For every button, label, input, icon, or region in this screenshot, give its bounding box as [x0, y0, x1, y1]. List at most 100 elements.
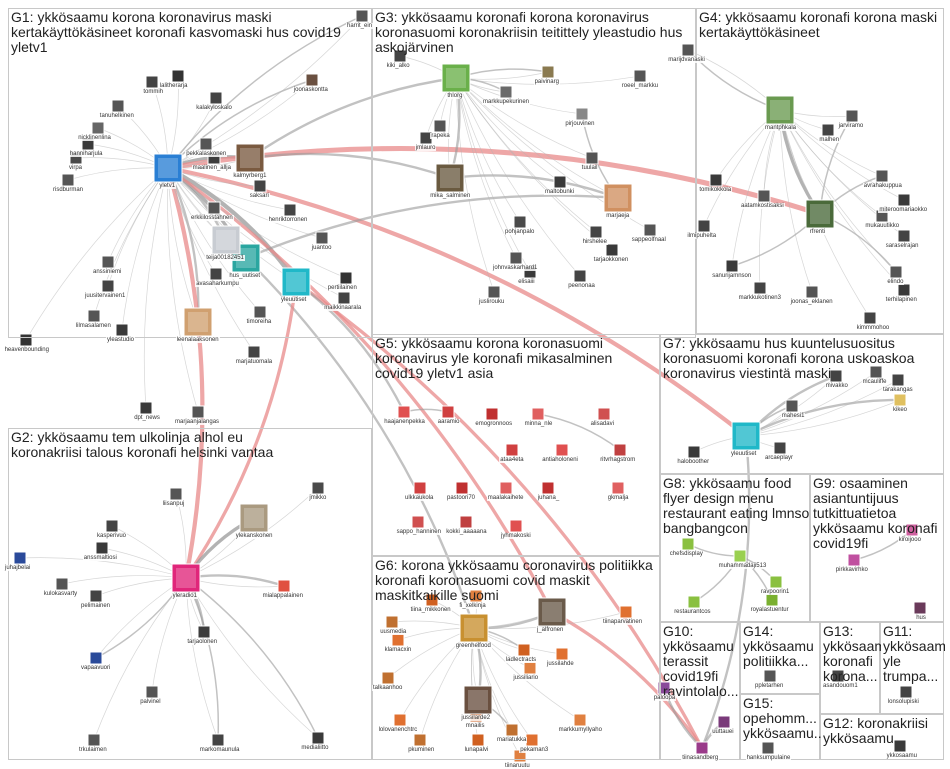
node-tomikokkola[interactable]	[709, 173, 723, 187]
node-aatamkostisaksi[interactable]	[757, 189, 771, 203]
node-risdburman[interactable]	[61, 173, 75, 187]
node-yleuutiset[interactable]	[281, 267, 311, 297]
node-mivakko[interactable]	[829, 369, 843, 383]
node-pkuminen[interactable]	[413, 733, 427, 747]
node-sappo_hanninen[interactable]	[411, 515, 425, 529]
node-nicklinenlina[interactable]	[91, 121, 105, 135]
node-emogronnoos[interactable]	[485, 407, 499, 421]
node-tarjaolonen[interactable]	[197, 625, 211, 639]
node-lilmasalamen[interactable]	[87, 309, 101, 323]
node-ulkkaukola[interactable]	[413, 481, 427, 495]
node-johnvaskarhard1[interactable]	[509, 251, 523, 265]
node-rfrenti[interactable]	[805, 199, 835, 229]
node-pirkkavirhko[interactable]	[847, 553, 861, 567]
node-mika_salminen[interactable]	[435, 163, 465, 193]
node-tarjaokkonen[interactable]	[605, 243, 619, 257]
node-asandouom1[interactable]	[831, 669, 845, 683]
node-ataa4eta[interactable]	[505, 443, 519, 457]
node-avasaharkumpu[interactable]	[209, 267, 223, 281]
node-antiaholoneni[interactable]	[555, 443, 569, 457]
node-markomaunula[interactable]	[211, 733, 225, 747]
node-juantoo[interactable]	[315, 231, 329, 245]
node-liveteemasi[interactable]	[239, 503, 269, 533]
node-anonymous1[interactable]	[211, 225, 241, 255]
node-anssiniemi[interactable]	[101, 255, 115, 269]
node-pohjanpalo[interactable]	[513, 215, 527, 229]
node-dpt_news[interactable]	[139, 401, 153, 415]
node-juslirouku[interactable]	[487, 285, 501, 299]
node-marjaanjalangas[interactable]	[191, 405, 205, 419]
node-jussilahde[interactable]	[555, 647, 569, 661]
node-ladlectracts[interactable]	[517, 643, 531, 657]
node-yleuutiset2[interactable]	[731, 421, 761, 451]
node-kiroijooo[interactable]	[905, 523, 919, 537]
node-timoreiha[interactable]	[253, 305, 267, 319]
node-tiinaparvatinen[interactable]	[619, 605, 633, 619]
node-kimmmohoo[interactable]	[863, 311, 877, 325]
node-aaramio[interactable]	[441, 405, 455, 419]
node-henriktorronen[interactable]	[283, 203, 297, 217]
node-mariatukka[interactable]	[505, 723, 519, 737]
node-kalakyloskalo[interactable]	[209, 91, 223, 105]
node-paloopa[interactable]	[657, 681, 671, 695]
node-marjatuomala[interactable]	[247, 345, 261, 359]
node-lalitherarja[interactable]	[171, 69, 185, 83]
node-pertiilainen[interactable]	[339, 271, 353, 285]
node-joonas_eklanen[interactable]	[805, 285, 819, 299]
node-juhajbelai[interactable]	[13, 551, 27, 565]
node-hanksumpulaine[interactable]	[761, 741, 775, 755]
node-paivinarg[interactable]	[541, 65, 555, 79]
node-j_alfronen[interactable]	[537, 597, 567, 627]
node-restaurantcos[interactable]	[687, 595, 701, 609]
node-joonaskontta[interactable]	[305, 73, 319, 87]
node-juhana_[interactable]	[541, 481, 555, 495]
node-palvinel[interactable]	[145, 685, 159, 699]
node-trkulaimen[interactable]	[87, 733, 101, 747]
node-medialilitto[interactable]	[311, 731, 325, 745]
node-fluxxanke[interactable]	[459, 613, 489, 643]
node-leenalaaksonen[interactable]	[183, 307, 213, 337]
node-lonsolupiski[interactable]	[899, 685, 913, 699]
node-minna_nle[interactable]	[531, 407, 545, 421]
node-tiinasandberg[interactable]	[695, 741, 709, 755]
node-sappeolfnaal[interactable]	[643, 223, 657, 237]
node-lunapalvi[interactable]	[471, 733, 485, 747]
node-kokki_aaaaana[interactable]	[459, 515, 473, 529]
node-mervi2[interactable]	[603, 183, 633, 213]
node-talkaanhoo[interactable]	[381, 671, 395, 685]
node-saksari[interactable]	[253, 179, 267, 193]
node-miteroomariaokko[interactable]	[897, 193, 911, 207]
node-erkkilosstahnen[interactable]	[207, 201, 221, 215]
node-thlorg[interactable]	[441, 63, 471, 93]
node-uusmedia[interactable]	[385, 615, 399, 629]
node-yletv1[interactable]	[153, 153, 183, 183]
node-kalmyrberg1[interactable]	[235, 143, 265, 173]
node-tiina_mikkonen[interactable]	[425, 593, 439, 607]
node-fi_xelkinja[interactable]	[469, 589, 483, 603]
node-hus2[interactable]	[913, 601, 927, 615]
node-alisadavi[interactable]	[597, 407, 611, 421]
node-ppletarhen[interactable]	[763, 669, 777, 683]
node-pekkalaskonen[interactable]	[199, 137, 213, 151]
node-mantphkala[interactable]	[765, 95, 795, 125]
node-ykkos_g12[interactable]	[893, 739, 907, 753]
node-saraselrajan[interactable]	[897, 229, 911, 243]
node-jmikko[interactable]	[311, 481, 325, 495]
node-chefsdisplay[interactable]	[681, 537, 695, 551]
node-uuttauei[interactable]	[717, 715, 731, 729]
node-kiki_alko[interactable]	[393, 49, 407, 63]
node-mahesi1[interactable]	[785, 399, 799, 413]
node-roeel_markku[interactable]	[633, 69, 647, 83]
node-peenonaa[interactable]	[573, 269, 587, 283]
node-ritvrhagstrom[interactable]	[613, 443, 627, 457]
node-tanuhelkinen[interactable]	[111, 99, 125, 113]
node-juusitervainen1[interactable]	[101, 279, 115, 293]
node-muhammadaji513[interactable]	[733, 549, 747, 563]
node-rapeka[interactable]	[433, 119, 447, 133]
node-marijdvanaski[interactable]	[681, 43, 695, 57]
node-anssmaltiosi[interactable]	[95, 541, 109, 555]
node-tuulail[interactable]	[585, 151, 599, 165]
node-bm1[interactable]	[277, 579, 291, 593]
node-mcauliffe[interactable]	[869, 365, 883, 379]
node-haloboother[interactable]	[687, 445, 701, 459]
